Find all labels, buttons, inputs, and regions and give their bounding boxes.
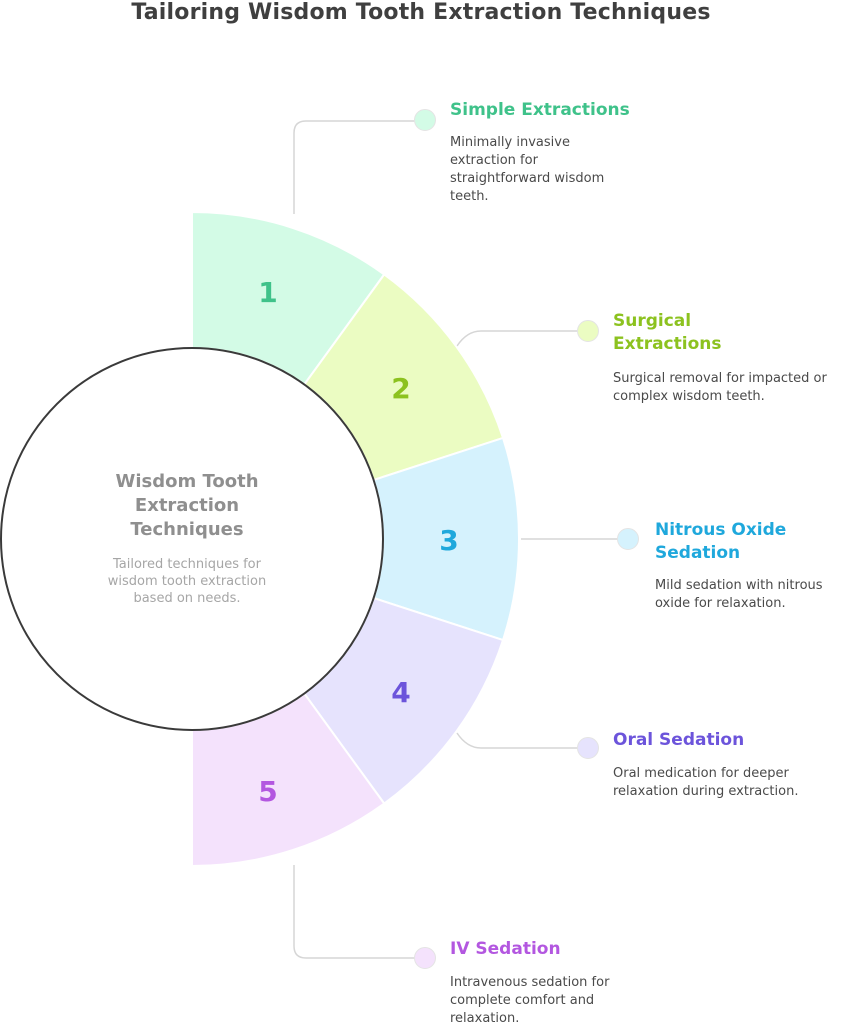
connector-line-5 xyxy=(293,865,416,959)
item-title-4: Oral Sedation xyxy=(613,730,745,750)
item-description-3: Mild sedation with nitrous oxide for rel… xyxy=(655,578,823,611)
center-circle xyxy=(0,347,384,731)
connector-lines xyxy=(293,120,618,959)
item-dot-1 xyxy=(414,109,436,131)
item-title-2: Surgical Extractions xyxy=(613,311,722,354)
item-dot-2 xyxy=(577,320,599,342)
item-description-5: Intravenous sedation for complete comfor… xyxy=(450,975,610,1026)
connector-line-2 xyxy=(456,330,578,347)
connector-line-1 xyxy=(293,120,416,214)
item-title-1: Simple Extractions xyxy=(450,100,630,120)
center-title: Wisdom Tooth Extraction Techniques xyxy=(115,471,259,540)
item-dots xyxy=(414,109,639,969)
item-dot-4 xyxy=(577,737,599,759)
item-description-2: Surgical removal for impacted or complex… xyxy=(613,371,827,404)
ring-segments xyxy=(191,210,520,868)
segment-number-5: 5 xyxy=(258,775,278,808)
center-description: Tailored techniques for wisdom tooth ext… xyxy=(107,557,267,606)
connector-line-4 xyxy=(456,732,578,749)
item-description-4: Oral medication for deeper relaxation du… xyxy=(613,766,799,799)
segment-number-2: 2 xyxy=(391,372,411,405)
item-description-1: Minimally invasive extraction for straig… xyxy=(450,135,605,204)
segment-number-4: 4 xyxy=(391,676,411,709)
item-title-5: IV Sedation xyxy=(450,939,561,959)
page-title: Tailoring Wisdom Tooth Extraction Techni… xyxy=(131,0,711,25)
item-dot-3 xyxy=(617,528,639,550)
segment-number-3: 3 xyxy=(439,524,459,557)
item-dot-5 xyxy=(414,947,436,969)
item-title-3: Nitrous Oxide Sedation xyxy=(655,520,787,563)
segment-number-1: 1 xyxy=(258,276,278,309)
